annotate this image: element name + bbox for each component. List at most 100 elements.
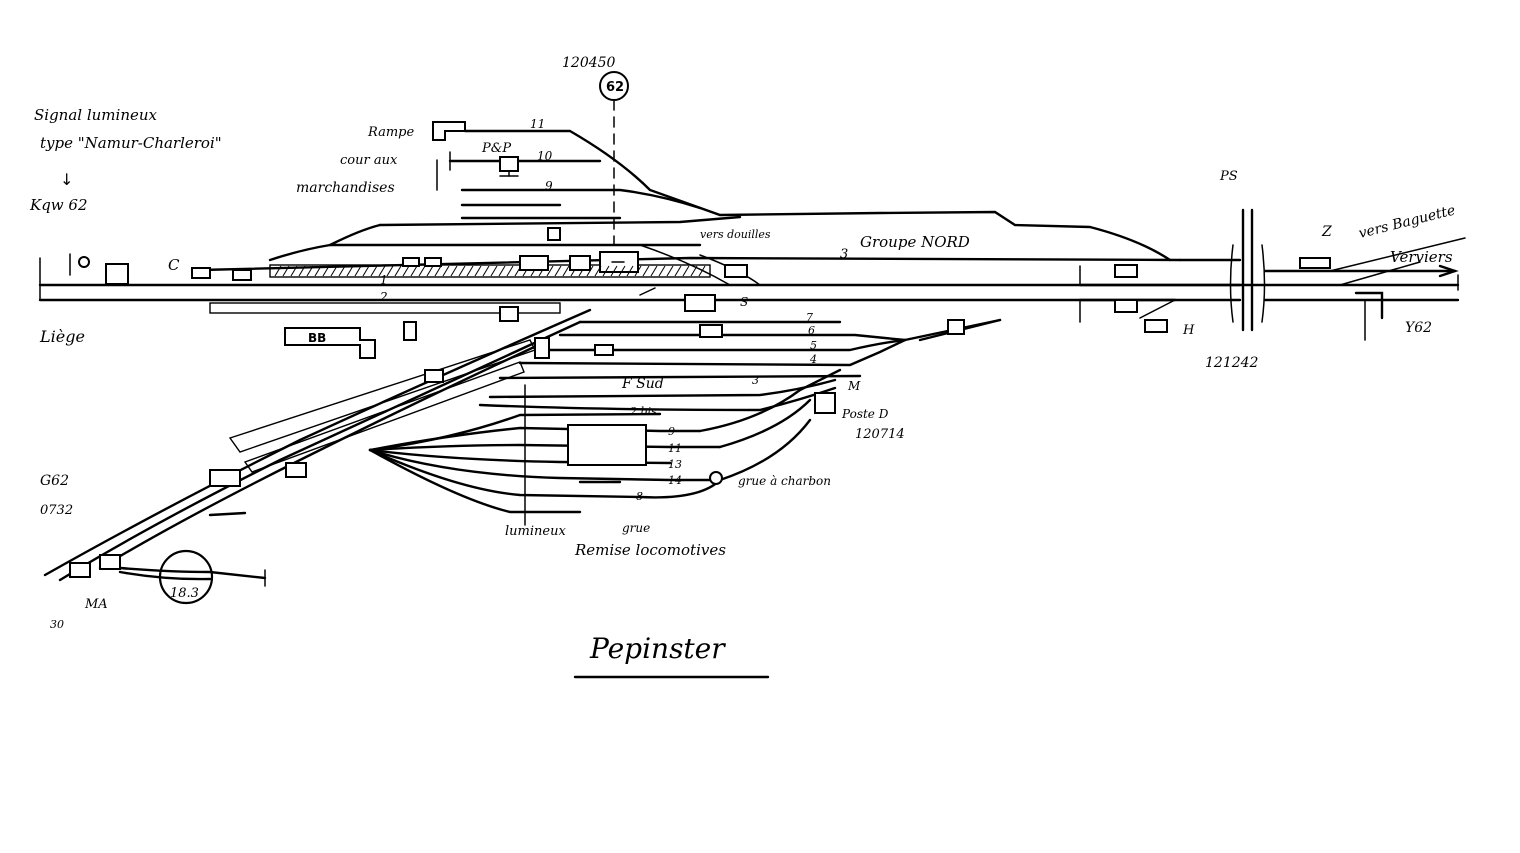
platform-hatch-line [354,265,362,277]
platform-hatch-line [602,265,610,277]
km-poste-d: 120714 [855,427,905,442]
platform-hatch-line [474,265,482,277]
platform-hatch-line [650,265,658,277]
platform-hatch-line [690,265,698,277]
cour-line2: marchandises [296,180,395,196]
ps-bridge [1229,208,1266,332]
km-left-bottom: 0732 [40,503,73,518]
platform-hatch-line [610,265,618,277]
track-number-9: 9 [545,179,553,193]
pn-label: P&P [481,141,511,156]
track-numbers: 11 10 9 3 1 2 7 6 5 4 3 2 bis 9 11 13 14… [50,117,848,631]
aiguille-label: vers douilles [700,228,771,241]
platform-hatch-line [410,265,418,277]
track-number-2bis: 2 bis [629,405,657,418]
platform-hatch-line [418,265,426,277]
label-verviers: Verviers [1390,248,1453,266]
groupe-nord [198,129,1242,323]
track-number-13: 13 [668,458,682,471]
track-number-7: 7 [806,311,813,324]
line-marker-bottom [118,549,267,605]
platform-hatch-line [442,265,450,277]
letter-s: S [740,295,748,309]
platform-hatch-line [506,265,514,277]
platform-hatch-line [562,265,570,277]
platform-hatch-line [378,265,386,277]
track-number-11-sud: 11 [668,442,682,455]
platform-hatch-line [314,265,322,277]
label-liege: Liège [39,327,85,346]
lumineux-label: lumineux [505,524,566,539]
platform-hatch-line [394,265,402,277]
platform-hatch-line [346,265,354,277]
platform-hatch-line [282,265,290,277]
ps-label: PS [1219,169,1238,184]
cour-line1: cour aux [340,153,398,168]
letter-h: H [1182,323,1195,338]
ma-label: MA [84,597,108,612]
track-number-2: 2 [379,290,388,304]
platform-hatch-line [666,265,674,277]
platform-hatch-line [450,265,458,277]
platform-hatch-line [298,265,306,277]
platform-hatch-line [458,265,466,277]
title-block: Pepinster [573,632,770,679]
circle-bottom-label: 18.3 [170,586,199,601]
arrow-down-icon: ↓ [60,170,73,189]
remise-label: Remise locomotives [574,541,726,559]
groupe-nord-label: Groupe NORD [860,233,970,251]
platform-hatch-line [426,265,434,277]
km-right: 121242 [1205,355,1259,371]
label-vers-baguette: vers Baguette [1357,202,1457,241]
platform-hatch-line [618,265,626,277]
letter-c: C [168,256,180,274]
line-62-marker-top [599,71,629,246]
grue-charbon-label: grue à charbon [738,474,831,488]
line-y62-label: Y62 [1405,320,1432,336]
platform-hatch-line [626,265,634,277]
platform-hatch-line [634,265,642,277]
platform-hatch-line [642,265,650,277]
track-number-5: 5 [810,339,817,352]
letter-m: M [847,379,861,393]
platform-hatch-line [658,265,666,277]
platforms [209,251,711,359]
platform-hatch-line [490,265,498,277]
platform-hatch-line [306,265,314,277]
platform-hatch-line [434,265,442,277]
groupe-sud-label: F Sud [621,376,664,392]
signal-note-line1: Signal lumineux [34,106,158,124]
platform-hatch-line [362,265,370,277]
platform-hatch-line [338,265,346,277]
track-number-1: 1 [380,273,388,287]
track-number-4: 4 [809,353,817,366]
track-number-9-sud: 9 [668,425,675,438]
platform-hatch-line [498,265,506,277]
platform-hatch-line [290,265,298,277]
line-62-label: 62 [606,80,624,95]
letter-z: Z [1321,224,1332,240]
track-number-3-sud: 3 [752,374,759,387]
platform-hatch-line [330,265,338,277]
platform-hatch-line [554,265,562,277]
signal-note-line2: type "Namur-Charleroi" [40,134,222,152]
platform-hatch-line [674,265,682,277]
platform-hatch-line [322,265,330,277]
rampe-label: Rampe [367,125,414,140]
platform-hatch-line [682,265,690,277]
track-number-30: 30 [50,618,64,631]
groupe-sud [43,308,1002,582]
track-number-3: 3 [840,247,848,262]
platform-hatch-line [482,265,490,277]
platform-hatch-line [594,265,602,277]
platform-hatch-line [402,265,410,277]
track-number-14: 14 [668,474,682,487]
platform-hatch-line [466,265,474,277]
track-number-8: 8 [636,490,643,503]
bb-label: BB [308,331,326,345]
track-number-6: 6 [808,324,815,337]
km-top: 120450 [562,55,616,71]
poste-d-label: Poste D [841,407,889,421]
diagram-title: Pepinster [589,632,726,665]
